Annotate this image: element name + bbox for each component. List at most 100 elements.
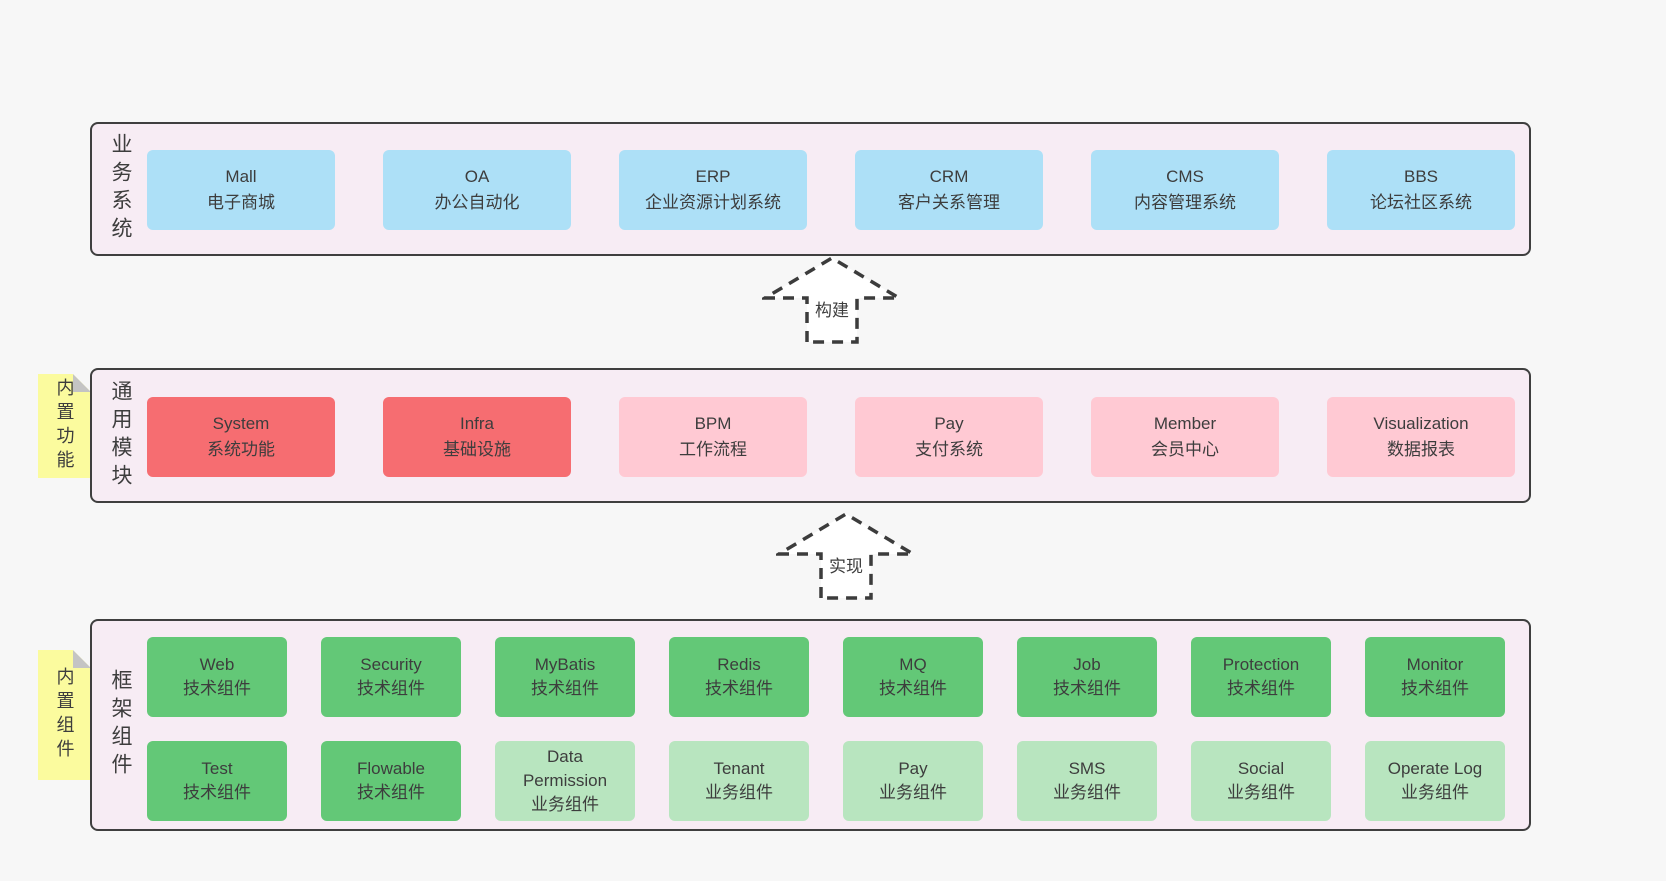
- arrow-label: 实现: [826, 552, 866, 577]
- business-system-boxes: Mall 电子商城 OA 办公自动化 ERP 企业资源计划系统 CRM 客户关系…: [147, 150, 1515, 230]
- box-name: Member: [1153, 414, 1217, 433]
- box-bpm: BPM 工作流程: [619, 397, 807, 477]
- box-subtitle: 数据报表: [1387, 440, 1455, 459]
- box-social: Social 业务组件: [1191, 741, 1331, 821]
- box-subtitle: 技术组件: [1401, 679, 1469, 698]
- box-security: Security 技术组件: [321, 637, 461, 717]
- box-name: Pay: [898, 759, 928, 778]
- layer-framework-components: 框架组件 Web 技术组件 Security 技术组件 MyBatis 技术组件…: [90, 619, 1531, 831]
- box-name: OA: [464, 167, 490, 186]
- layer-title: 框架组件: [109, 669, 132, 781]
- box-name: Protection: [1222, 655, 1300, 674]
- box-data-permission: Data Permission 业务组件: [495, 741, 635, 821]
- box-flowable: Flowable 技术组件: [321, 741, 461, 821]
- box-oa: OA 办公自动化: [383, 150, 571, 230]
- box-name: Flowable: [356, 759, 426, 778]
- layer-common-modules: 通用模块 System 系统功能 Infra 基础设施 BPM 工作流程 Pay…: [90, 368, 1531, 503]
- box-subtitle: 客户关系管理: [898, 193, 1000, 212]
- sticky-note-builtin-features: 内置功能: [38, 374, 91, 478]
- box-subtitle: 业务组件: [879, 783, 947, 802]
- box-name: CRM: [929, 167, 969, 186]
- box-job: Job 技术组件: [1017, 637, 1157, 717]
- sticky-note-builtin-components: 内置组件: [38, 650, 91, 780]
- box-mall: Mall 电子商城: [147, 150, 335, 230]
- box-subtitle: 支付系统: [915, 440, 983, 459]
- box-subtitle: 业务组件: [1401, 783, 1469, 802]
- box-name: BBS: [1403, 167, 1439, 186]
- box-name: Social: [1237, 759, 1285, 778]
- box-subtitle: 技术组件: [183, 783, 251, 802]
- box-subtitle: 技术组件: [1227, 679, 1295, 698]
- box-name: Monitor: [1406, 655, 1464, 674]
- box-name: Tenant: [713, 759, 765, 778]
- box-name: Pay: [934, 414, 964, 433]
- box-subtitle: 技术组件: [183, 679, 251, 698]
- box-visualization: Visualization 数据报表: [1327, 397, 1515, 477]
- box-pay: Pay 支付系统: [855, 397, 1043, 477]
- note-label: 内置功能: [54, 378, 75, 474]
- box-subtitle: 基础设施: [443, 440, 511, 459]
- box-subtitle: 系统功能: [207, 440, 275, 459]
- folded-corner-icon: [73, 650, 91, 668]
- box-name: BPM: [694, 414, 732, 433]
- box-subtitle: 业务组件: [1227, 783, 1295, 802]
- arrow-label: 构建: [812, 296, 852, 321]
- box-name: Operate Log: [1387, 759, 1483, 778]
- box-name: Test: [201, 759, 233, 778]
- box-mybatis: MyBatis 技术组件: [495, 637, 635, 717]
- box-subtitle: 技术组件: [1053, 679, 1121, 698]
- layer-business-systems: 业务系统 Mall 电子商城 OA 办公自动化 ERP 企业资源计划系统 CRM…: [90, 122, 1531, 256]
- box-name: MyBatis: [534, 655, 596, 674]
- box-subtitle: 电子商城: [207, 193, 275, 212]
- implement-arrow: 实现: [776, 510, 916, 600]
- box-name: MQ: [899, 655, 927, 674]
- box-subtitle: 技术组件: [531, 679, 599, 698]
- box-subtitle: 企业资源计划系统: [645, 193, 781, 212]
- box-redis: Redis 技术组件: [669, 637, 809, 717]
- box-subtitle: 技术组件: [357, 783, 425, 802]
- box-sms: SMS 业务组件: [1017, 741, 1157, 821]
- box-mq: MQ 技术组件: [843, 637, 983, 717]
- box-subtitle: 会员中心: [1151, 440, 1219, 459]
- box-name: Mall: [225, 167, 257, 186]
- box-erp: ERP 企业资源计划系统: [619, 150, 807, 230]
- box-subtitle: 工作流程: [679, 440, 747, 459]
- box-crm: CRM 客户关系管理: [855, 150, 1043, 230]
- box-name: SMS: [1068, 759, 1106, 778]
- box-member: Member 会员中心: [1091, 397, 1279, 477]
- box-subtitle: 办公自动化: [434, 193, 520, 212]
- build-arrow: 构建: [762, 254, 902, 344]
- layer-title: 业务系统: [109, 133, 132, 245]
- box-bbs: BBS 论坛社区系统: [1327, 150, 1515, 230]
- box-subtitle: 论坛社区系统: [1370, 193, 1472, 212]
- box-name: Visualization: [1373, 414, 1469, 433]
- box-subtitle: 技术组件: [357, 679, 425, 698]
- box-cms: CMS 内容管理系统: [1091, 150, 1279, 230]
- box-operate-log: Operate Log 业务组件: [1365, 741, 1505, 821]
- box-name: Web: [199, 655, 235, 674]
- box-subtitle: 业务组件: [531, 795, 599, 814]
- box-subtitle: 技术组件: [879, 679, 947, 698]
- box-name: Infra: [459, 414, 495, 433]
- box-name: Security: [360, 655, 422, 674]
- box-infra: Infra 基础设施: [383, 397, 571, 477]
- box-test: Test 技术组件: [147, 741, 287, 821]
- common-module-boxes: System 系统功能 Infra 基础设施 BPM 工作流程 Pay 支付系统…: [147, 397, 1515, 477]
- box-name: Redis: [717, 655, 761, 674]
- box-subtitle: 业务组件: [705, 783, 773, 802]
- box-subtitle: 技术组件: [705, 679, 773, 698]
- box-name: Data Permission: [522, 747, 608, 790]
- box-tenant: Tenant 业务组件: [669, 741, 809, 821]
- box-pay: Pay 业务组件: [843, 741, 983, 821]
- box-name: CMS: [1166, 167, 1204, 186]
- box-name: Job: [1073, 655, 1101, 674]
- box-monitor: Monitor 技术组件: [1365, 637, 1505, 717]
- note-label: 内置组件: [54, 667, 75, 763]
- box-subtitle: 业务组件: [1053, 783, 1121, 802]
- framework-component-boxes: Web 技术组件 Security 技术组件 MyBatis 技术组件 Redi…: [147, 637, 1517, 821]
- box-system: System 系统功能: [147, 397, 335, 477]
- box-name: System: [212, 414, 270, 433]
- box-protection: Protection 技术组件: [1191, 637, 1331, 717]
- layer-title: 通用模块: [109, 379, 132, 492]
